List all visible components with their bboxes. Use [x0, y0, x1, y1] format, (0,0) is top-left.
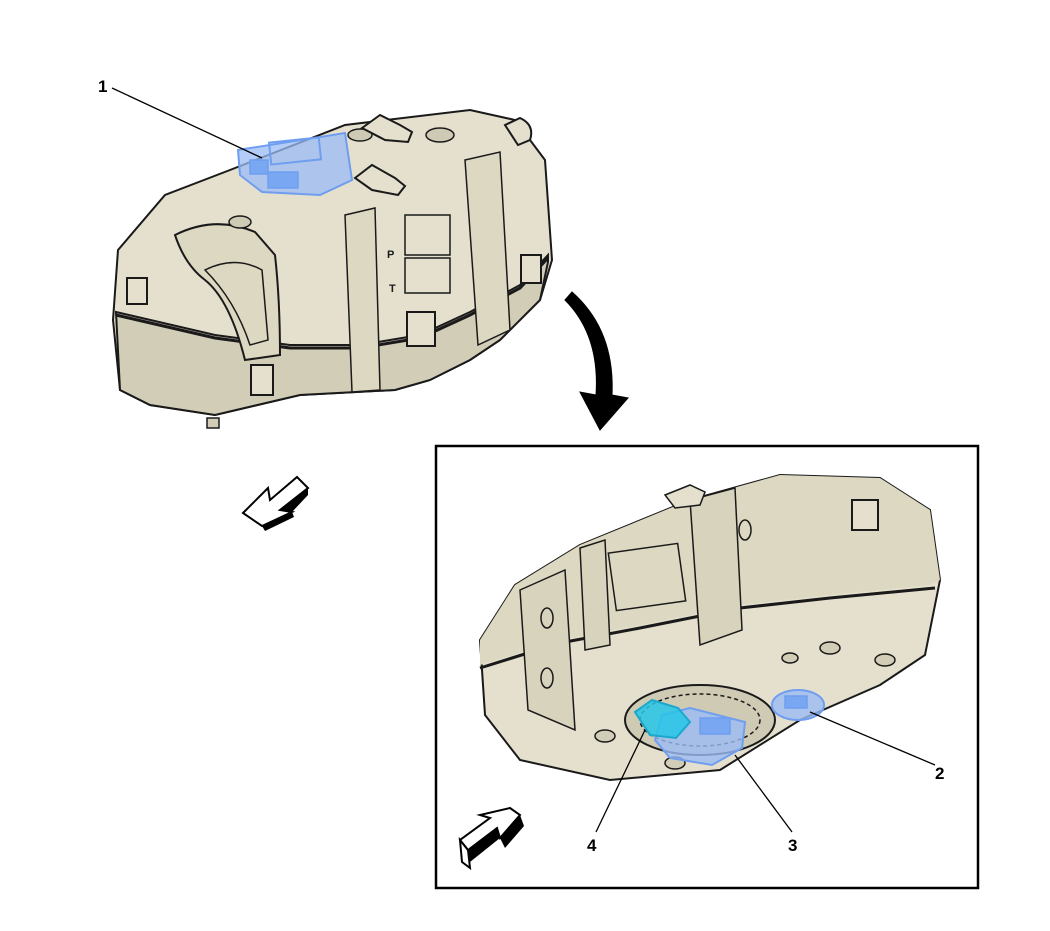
highlighted-component-1	[236, 131, 354, 197]
direction-arrow-left-icon	[241, 475, 310, 531]
boss-5	[781, 652, 799, 664]
tank-foot	[206, 417, 220, 429]
tank-end-recess	[203, 261, 269, 346]
highlighted-component-4	[633, 698, 692, 740]
tank-strap-channel-2	[464, 151, 511, 347]
callout-4-label: 4	[587, 836, 597, 855]
mount-hole-2	[540, 667, 554, 689]
callout-4-leader	[595, 729, 646, 833]
mount-hole-1	[540, 607, 554, 629]
callout-3-leader	[734, 754, 793, 833]
fuel-tank-top-view: P T	[111, 108, 554, 429]
direction-arrow-right-icon	[458, 806, 524, 871]
callout-3: 3	[734, 754, 797, 855]
label-plate-inset	[607, 542, 687, 612]
top-fitting-inset	[663, 484, 706, 509]
tank-strap-channel-1	[344, 207, 381, 393]
top-port-1	[347, 128, 373, 142]
callout-2: 2	[809, 711, 944, 783]
clip-bracket-3	[250, 364, 274, 396]
clip-bracket-4	[520, 254, 542, 284]
callout-1-leader	[111, 87, 263, 159]
tank-label-plate-upper	[404, 214, 451, 256]
boss-2	[874, 653, 896, 667]
top-port-3	[228, 215, 252, 229]
strap-channel-inset-1	[519, 568, 576, 732]
callout-2-leader	[809, 711, 936, 766]
clip-bracket-inset	[851, 499, 879, 531]
callout-1: 1	[98, 77, 263, 159]
boss-1	[819, 641, 841, 655]
strap-channel-inset-3	[579, 538, 611, 651]
top-port-2	[425, 127, 455, 143]
filler-neck	[503, 116, 533, 147]
hose-fitting-2	[353, 163, 407, 197]
callout-4: 4	[587, 729, 646, 855]
curved-arrow-icon	[564, 291, 629, 431]
strap-channel-inset-2	[689, 487, 743, 647]
boss-3	[594, 729, 616, 743]
mount-hole-3	[738, 519, 752, 541]
tank-label-plate-lower	[404, 257, 451, 294]
highlighted-component-2	[771, 689, 825, 721]
callout-1-label: 1	[98, 77, 107, 96]
tank-marking-t: T	[389, 283, 396, 295]
hose-fitting-1	[360, 113, 414, 144]
clip-bracket-2	[406, 311, 436, 347]
callout-2-label: 2	[935, 764, 944, 783]
callout-3-label: 3	[788, 836, 797, 855]
clip-bracket-1	[126, 277, 148, 305]
tank-marking-p: P	[387, 249, 394, 261]
tank-seam	[115, 256, 550, 350]
